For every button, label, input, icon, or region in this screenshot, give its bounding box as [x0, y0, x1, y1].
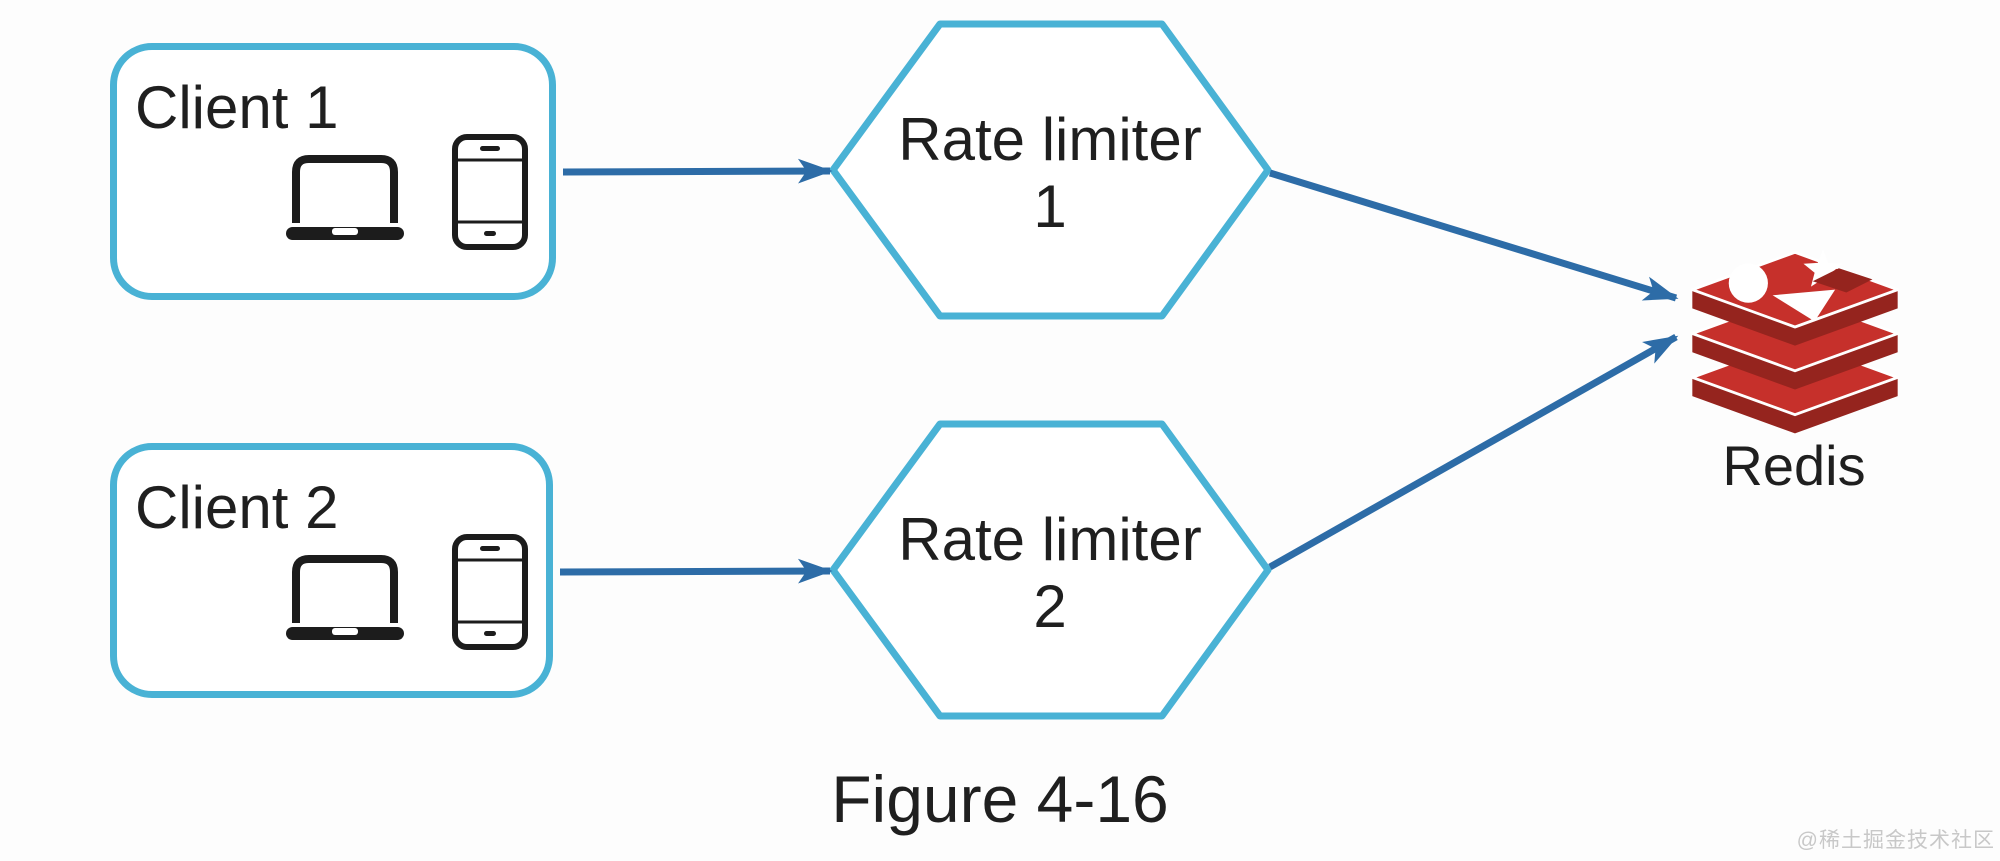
- rate-limiter-2-label-line2: 2: [1033, 573, 1067, 640]
- rate-limiter-2-label: Rate limiter 2: [850, 506, 1250, 640]
- watermark: @稀土掘金技术社区: [1796, 829, 1995, 852]
- redis-triangle-shape: [1772, 289, 1836, 322]
- arrow-ratelimiter2-to-redis: [1268, 333, 1679, 571]
- smartphone-icon: [452, 534, 528, 650]
- client-node-1: Client 1: [110, 43, 556, 300]
- client-node-2: Client 2: [110, 443, 553, 698]
- rate-limiter-1-label-line2: 1: [1033, 173, 1067, 240]
- arrow-client1-to-ratelimiter1: [562, 158, 833, 184]
- redis-star-shape: [1803, 249, 1843, 287]
- redis-cube-shape: [1812, 268, 1873, 293]
- client-2-label: Client 2: [135, 474, 339, 541]
- rate-limiter-hexagon-2: [829, 420, 1272, 720]
- laptop-icon: [286, 155, 404, 240]
- arrow-ratelimiter1-to-redis: [1268, 169, 1679, 302]
- smartphone-icon: [452, 134, 528, 250]
- rate-limiter-hexagon-1: [829, 20, 1272, 320]
- figure-caption: Figure 4-16: [831, 762, 1169, 836]
- rate-limiter-1-label-line1: Rate limiter: [898, 106, 1202, 173]
- redis-label: Redis: [1722, 434, 1866, 497]
- laptop-icon: [286, 555, 404, 640]
- rate-limiter-2-label-line1: Rate limiter: [898, 506, 1202, 573]
- redis-database-icon: [1690, 249, 1900, 434]
- rate-limiter-1-label: Rate limiter 1: [850, 106, 1250, 240]
- arrow-client2-to-ratelimiter2: [559, 558, 833, 584]
- redis-circle-shape: [1728, 263, 1768, 303]
- client-1-label: Client 1: [135, 74, 339, 141]
